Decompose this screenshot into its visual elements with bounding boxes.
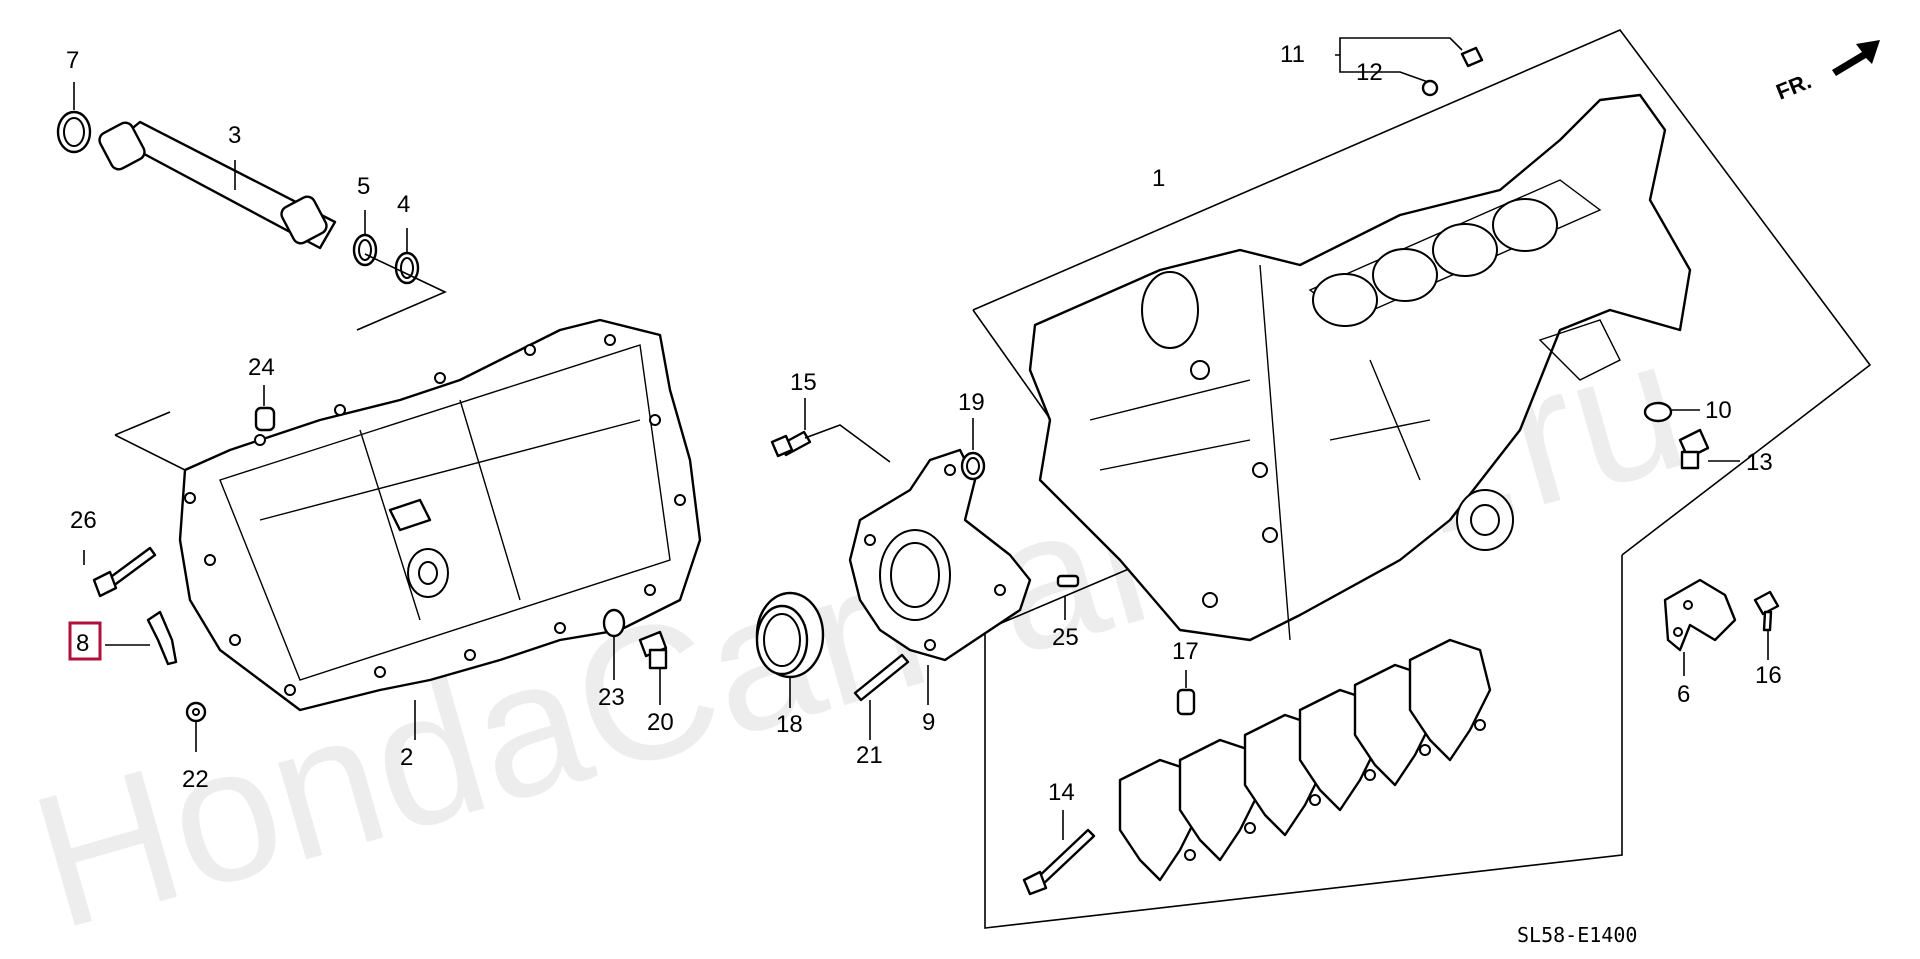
washer-10[interactable] — [1643, 401, 1673, 423]
callout-1[interactable]: 1 — [1152, 165, 1165, 192]
drain-bolt-20[interactable] — [638, 630, 668, 670]
callout-20[interactable]: 20 — [647, 709, 674, 736]
front-direction-arrow: FR. — [1773, 40, 1880, 105]
o-ring-19[interactable] — [960, 451, 986, 481]
lower-case[interactable] — [178, 318, 702, 712]
callout-2[interactable]: 2 — [400, 744, 413, 771]
callout-3[interactable]: 3 — [228, 122, 241, 149]
main-bearing-caps[interactable] — [1118, 638, 1492, 882]
callout-14[interactable]: 14 — [1048, 779, 1075, 806]
callout-9[interactable]: 9 — [922, 709, 935, 736]
engine-block[interactable] — [1028, 93, 1692, 642]
drain-bolt-13[interactable] — [1678, 428, 1710, 470]
callout-8[interactable]: 8 — [76, 630, 89, 657]
callout-6[interactable]: 6 — [1677, 681, 1690, 708]
bolt-11[interactable] — [1460, 46, 1484, 68]
pin-25[interactable] — [1056, 574, 1080, 588]
bolt-14[interactable] — [1022, 828, 1096, 896]
stud-21[interactable] — [853, 653, 910, 702]
washer-23[interactable] — [602, 608, 626, 638]
callout-4[interactable]: 4 — [397, 191, 410, 218]
callout-18[interactable]: 18 — [776, 711, 803, 738]
callout-11[interactable]: 11 — [1280, 41, 1305, 68]
circlip-5[interactable] — [352, 233, 378, 267]
callout-22[interactable]: 22 — [182, 766, 209, 793]
callout-19[interactable]: 19 — [958, 389, 985, 416]
callout-7[interactable]: 7 — [66, 47, 79, 74]
nut-12[interactable] — [1421, 79, 1439, 97]
cover-6[interactable] — [1663, 578, 1737, 652]
callout-5[interactable]: 5 — [357, 173, 370, 200]
front-direction-label: FR. — [1773, 68, 1815, 104]
callout-24[interactable]: 24 — [248, 354, 275, 381]
highlight-8 — [68, 621, 102, 661]
oil-seal-18[interactable] — [755, 591, 825, 679]
callout-21[interactable]: 21 — [856, 742, 883, 769]
dowel-24[interactable] — [254, 406, 276, 432]
bolt-26[interactable] — [92, 546, 157, 598]
callout-23[interactable]: 23 — [598, 684, 625, 711]
shaft-3[interactable] — [97, 120, 337, 250]
circlip-4[interactable] — [394, 251, 420, 285]
callout-12[interactable]: 12 — [1356, 59, 1383, 86]
dowel-pin-17[interactable] — [1176, 688, 1196, 716]
callout-16[interactable]: 16 — [1755, 662, 1782, 689]
callout-25[interactable]: 25 — [1052, 624, 1079, 651]
callout-17[interactable]: 17 — [1172, 638, 1199, 665]
callout-13[interactable]: 13 — [1746, 449, 1773, 476]
bracket-8[interactable] — [146, 610, 178, 666]
bolt-15[interactable] — [770, 430, 812, 458]
callout-10[interactable]: 10 — [1705, 397, 1732, 424]
callout-26[interactable]: 26 — [70, 507, 97, 534]
diagram-code: SL58-E1400 — [1517, 923, 1637, 947]
o-ring-7[interactable] — [56, 110, 92, 154]
bolt-16[interactable] — [1753, 590, 1780, 632]
oil-seal-housing-9[interactable] — [848, 448, 1032, 662]
nut-22[interactable] — [185, 701, 207, 723]
callout-15[interactable]: 15 — [790, 369, 817, 396]
